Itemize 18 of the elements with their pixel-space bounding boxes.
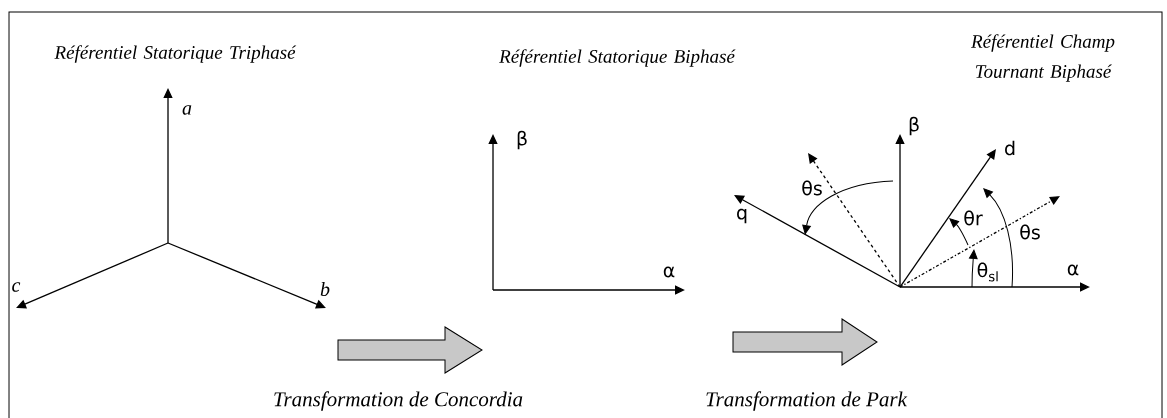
axis-label: α: [1067, 264, 1079, 276]
axis-label: β: [909, 116, 919, 136]
axis-label: β: [517, 130, 527, 150]
transformation-label: Transformation de Park: [706, 391, 908, 411]
axis-label: q: [737, 208, 747, 224]
axis-label: α: [663, 266, 675, 278]
axis-label: c: [12, 282, 21, 292]
angle-label: θ$_{sl}$: [977, 262, 998, 282]
frame-title: Référentiel Champ Tournant Biphasé: [970, 34, 1115, 82]
angle-label: θr: [964, 210, 983, 226]
angle-label: θs: [1020, 224, 1040, 240]
frame-title: Référentiel Statorique Biphasé: [499, 49, 736, 67]
angle-label: θs: [802, 180, 822, 196]
frame-title: Référentiel Statorique Triphasé: [54, 45, 297, 63]
transformation-label: Transformation de Concordia: [274, 391, 523, 411]
axis-label: b: [320, 281, 330, 297]
axis-label: d: [1005, 140, 1015, 156]
axis-label: a: [182, 105, 192, 115]
